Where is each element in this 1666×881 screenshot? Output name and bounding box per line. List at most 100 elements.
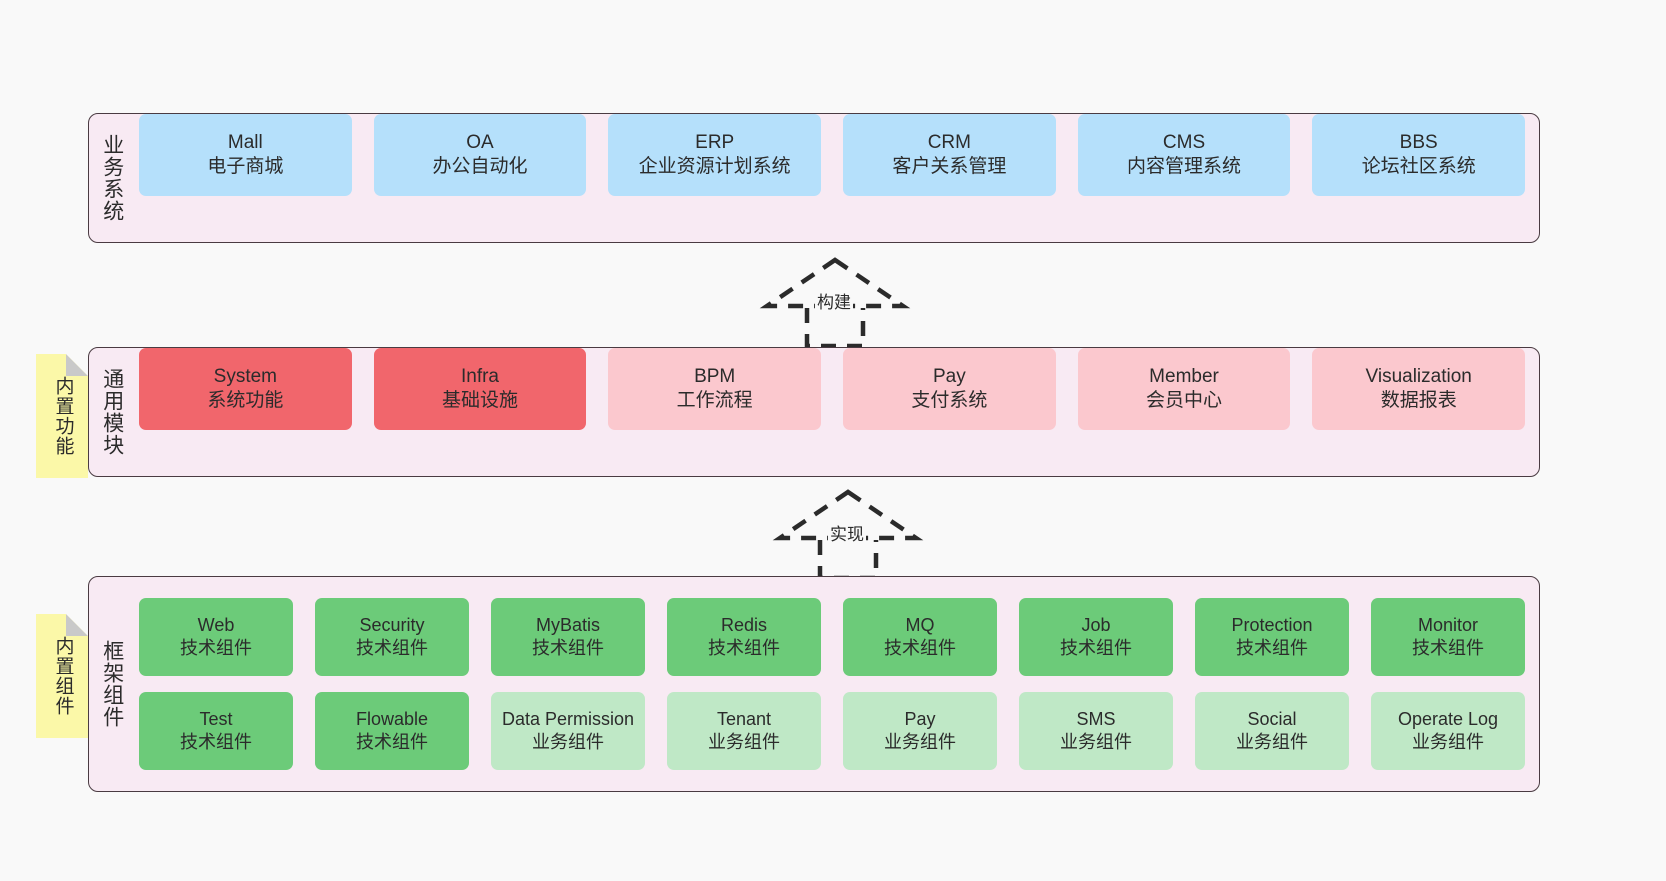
framework-tech-card-title: MQ (905, 614, 935, 635)
implement-line (817, 540, 879, 581)
common-module-card-title: Infra (460, 365, 500, 387)
common-module-card-subtitle: 系统功能 (207, 390, 284, 411)
framework-tech-card-title: Redis (720, 614, 768, 635)
framework-tech-card-title: Job (1081, 614, 1111, 635)
framework-tech-card[interactable]: MQ 技术组件 (843, 598, 997, 676)
framework-tech-card[interactable]: MyBatis 技术组件 (491, 598, 645, 676)
framework-business-card-title: Data Permission (501, 708, 635, 729)
common-module-card-title: Member (1149, 365, 1219, 387)
layer-label-common: 通用模块 (100, 368, 124, 456)
framework-business-card[interactable]: Operate Log 业务组件 (1371, 692, 1525, 770)
common-module-card-title: Visualization (1365, 365, 1472, 387)
framework-tech-card[interactable]: Redis 技术组件 (667, 598, 821, 676)
framework-business-card[interactable]: Test 技术组件 (139, 692, 293, 770)
business-system-card-subtitle: 电子商城 (207, 156, 284, 177)
framework-business-card-subtitle: 技术组件 (180, 732, 252, 752)
framework-tech-card-subtitle: 技术组件 (708, 638, 780, 658)
framework-tech-card-subtitle: 技术组件 (1236, 638, 1308, 658)
framework-business-card-title: Tenant (716, 708, 772, 729)
note-fold-corner-icon (66, 614, 88, 636)
framework-business-card-subtitle: 技术组件 (356, 732, 428, 752)
framework-business-card[interactable]: Flowable 技术组件 (315, 692, 469, 770)
build-line (804, 308, 866, 349)
framework-tech-card-subtitle: 技术组件 (356, 638, 428, 658)
business-system-card-subtitle: 客户关系管理 (892, 156, 1007, 177)
framework-tech-card-title: MyBatis (535, 614, 600, 635)
business-system-card-subtitle: 办公自动化 (432, 156, 528, 177)
framework-tech-card-subtitle: 技术组件 (532, 638, 604, 658)
connector-implement: 实现 (768, 489, 928, 581)
framework-business-card[interactable]: SMS 业务组件 (1019, 692, 1173, 770)
business-system-card-subtitle: 论坛社区系统 (1361, 156, 1476, 177)
business-system-card-title: OA (466, 131, 494, 153)
common-module-card-title: Pay (932, 365, 966, 387)
framework-business-card-subtitle: 业务组件 (708, 732, 780, 752)
common-module-card-title: System (213, 365, 278, 387)
framework-tech-card-subtitle: 技术组件 (1060, 638, 1132, 658)
layer-label-framework: 框架组件 (100, 640, 124, 728)
common-module-card[interactable]: Visualization 数据报表 (1312, 348, 1526, 430)
framework-tech-card-title: Monitor (1417, 614, 1479, 635)
framework-tech-card[interactable]: Monitor 技术组件 (1371, 598, 1525, 676)
framework-business-card-subtitle: 业务组件 (1060, 732, 1132, 752)
framework-tech-card[interactable]: Job 技术组件 (1019, 598, 1173, 676)
business-system-card-title: BBS (1399, 131, 1438, 153)
framework-tech-card[interactable]: Protection 技术组件 (1195, 598, 1349, 676)
common-module-card[interactable]: Infra 基础设施 (373, 348, 587, 430)
framework-business-card[interactable]: Tenant 业务组件 (667, 692, 821, 770)
framework-business-card-subtitle: 业务组件 (1236, 732, 1308, 752)
framework-tech-card-subtitle: 技术组件 (884, 638, 956, 658)
framework-business-card[interactable]: Social 业务组件 (1195, 692, 1349, 770)
business-system-card[interactable]: Mall 电子商城 (139, 114, 352, 196)
framework-tech-card-title: Security (359, 614, 425, 635)
framework-business-card-title: Operate Log (1397, 708, 1499, 729)
framework-tech-card[interactable]: Security 技术组件 (315, 598, 469, 676)
business-system-card-title: Mall (227, 131, 263, 153)
framework-business-card-title: Test (199, 708, 233, 729)
framework-business-card-title: SMS (1076, 708, 1116, 729)
note-fold-corner-icon (66, 354, 88, 376)
common-module-card-title: BPM (694, 365, 736, 387)
connector-build-label: 构建 (815, 288, 853, 313)
framework-tech-card-title: Web (197, 614, 235, 635)
business-system-card-title: ERP (695, 131, 735, 153)
common-module-card[interactable]: System 系统功能 (139, 348, 352, 430)
common-module-card[interactable]: BPM 工作流程 (608, 348, 822, 430)
common-module-card-subtitle: 工作流程 (676, 390, 753, 411)
framework-business-card-subtitle: 业务组件 (1412, 732, 1484, 752)
connector-implement-label: 实现 (828, 520, 866, 545)
layer-label-business: 业务系统 (100, 134, 124, 222)
common-module-card-subtitle: 数据报表 (1380, 390, 1457, 411)
business-system-card[interactable]: BBS 论坛社区系统 (1312, 114, 1526, 196)
note-builtin-feature: 内置功能 (36, 354, 88, 478)
note-builtin-component-label: 内置组件 (52, 636, 74, 716)
framework-business-card-title: Social (1247, 708, 1297, 729)
framework-tech-card-title: Protection (1231, 614, 1313, 635)
common-module-card-subtitle: 基础设施 (442, 390, 519, 411)
business-system-card[interactable]: OA 办公自动化 (373, 114, 587, 196)
business-system-card-subtitle: 内容管理系统 (1127, 156, 1242, 177)
business-system-card[interactable]: CRM 客户关系管理 (843, 114, 1056, 196)
framework-business-card-title: Flowable (355, 708, 429, 729)
framework-tech-card-subtitle: 技术组件 (1412, 638, 1484, 658)
business-system-card-subtitle: 企业资源计划系统 (638, 156, 791, 177)
connector-build: 构建 (755, 257, 915, 349)
business-system-card[interactable]: ERP 企业资源计划系统 (608, 114, 822, 196)
business-system-card-title: CRM (927, 131, 971, 153)
layer-business-system: 业务系统 Mall 电子商城 OA 办公自动化 ERP 企业资源计划系统 CRM 客户关系管理… (88, 113, 1540, 243)
